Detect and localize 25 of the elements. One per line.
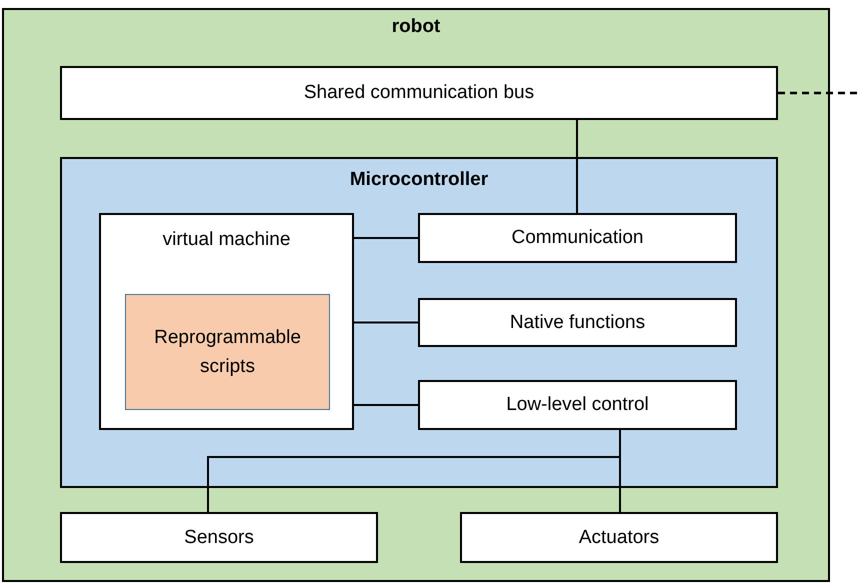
- connector-line: [354, 404, 418, 406]
- process-box: [60, 512, 378, 563]
- box-label: Sensors: [183, 526, 255, 550]
- connector-line: [354, 322, 418, 324]
- bus-box: [60, 66, 778, 120]
- connector-line: [576, 120, 578, 213]
- box-label: Native functions: [508, 310, 646, 335]
- process-box: [418, 298, 737, 347]
- box-label: virtual machine: [162, 228, 292, 252]
- box-label: Reprogrammable scripts: [153, 326, 302, 379]
- box-label: Shared communication bus: [302, 81, 536, 106]
- microcontroller-box: [60, 157, 778, 488]
- process-box: [418, 380, 737, 430]
- process-box: [99, 213, 354, 430]
- process-box: [460, 512, 778, 563]
- box-label: Low-level control: [505, 393, 650, 418]
- connector-line: [354, 237, 418, 239]
- process-box: [418, 213, 737, 263]
- box-label: Communication: [510, 226, 644, 250]
- group-title: Microcontroller: [348, 168, 490, 192]
- group-title: robot: [390, 15, 442, 39]
- dashed-connector: [778, 92, 860, 94]
- process-box: [125, 294, 330, 410]
- box-label: Actuators: [578, 526, 660, 550]
- robot-frame: [2, 8, 830, 582]
